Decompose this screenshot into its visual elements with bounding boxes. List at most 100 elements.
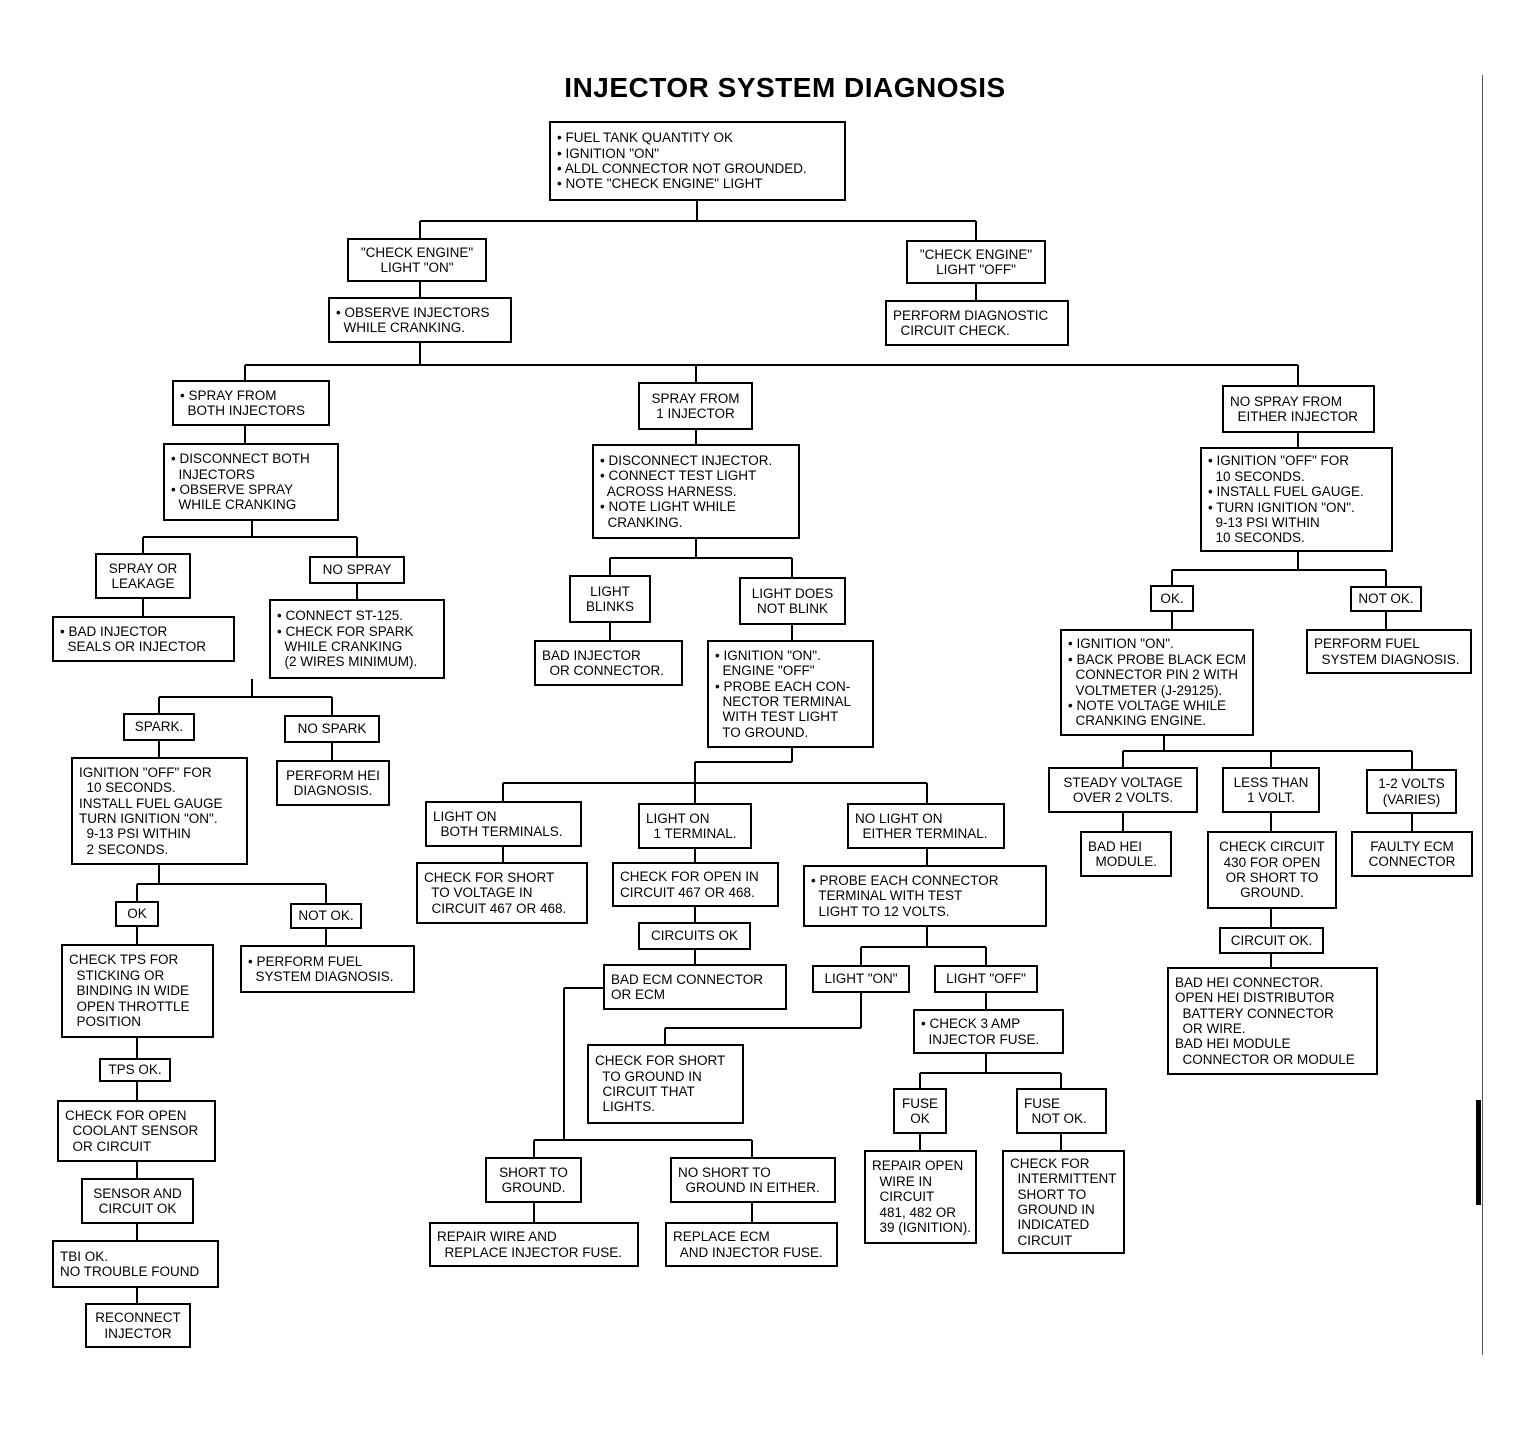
node-text-line: STICKING OR <box>69 967 165 983</box>
node-circuit-ok: CIRCUIT OK. <box>1219 927 1324 954</box>
node-text-line: WHILE CRANKING. <box>336 320 466 335</box>
node-text-line: "CHECK ENGINE" <box>360 244 474 260</box>
node-text-line: 9-13 PSI WITHIN <box>1208 514 1320 530</box>
node-text-line: LIGHT "OFF" <box>946 971 1026 987</box>
node-perform-fuel-right: PERFORM FUEL SYSTEM DIAGNOSIS. <box>1306 629 1472 674</box>
node-text-line: PERFORM HEI <box>286 767 380 783</box>
node-text-line: LIGHT "ON" <box>380 260 454 275</box>
node-text-line: OPEN THROTTLE <box>69 998 190 1014</box>
node-probe-12-volts: • PROBE EACH CONNECTOR TERMINAL WITH TES… <box>803 865 1047 927</box>
node-text-line: OR WIRE. <box>1175 1021 1246 1036</box>
node-replace-ecm: REPLACE ECM AND INJECTOR FUSE. <box>665 1222 838 1267</box>
node-text-line: • ALDL CONNECTOR NOT GROUNDED. <box>557 161 807 176</box>
node-text-line: WITH TEST LIGHT <box>715 709 839 725</box>
node-text-line: CHECK FOR <box>1010 1155 1090 1171</box>
node-text-line: SENSOR AND <box>93 1185 182 1201</box>
node-text-line: NO SPRAY FROM <box>1230 393 1343 409</box>
node-text-line: • NOTE "CHECK ENGINE" LIGHT <box>557 176 763 192</box>
node-text-line: NO SPARK <box>297 721 367 737</box>
node-text-line: TERMINAL WITH TEST <box>811 888 963 904</box>
node-text-line: TPS OK. <box>108 1062 162 1078</box>
node-text-line: EITHER INJECTOR <box>1230 409 1359 424</box>
page-edge-rule <box>1482 75 1483 1355</box>
node-ignition-off-left: IGNITION "OFF" FOR 10 SECONDS.INSTALL FU… <box>71 757 248 865</box>
node-text-line: 10 SECONDS. <box>79 780 176 796</box>
node-text-line: • PROBE EACH CONNECTOR <box>811 872 999 888</box>
node-text-line: PERFORM FUEL <box>1314 636 1420 652</box>
node-text-line: RECONNECT <box>95 1310 181 1326</box>
node-text-line: BOTH INJECTORS <box>180 403 306 418</box>
node-observe-injectors: • OBSERVE INJECTORS WHILE CRANKING. <box>328 297 512 343</box>
node-text-line: WHILE CRANKING <box>277 639 403 654</box>
node-text-line: OK. <box>1160 590 1184 606</box>
node-text-line: OPEN HEI DISTRIBUTOR <box>1175 990 1335 1006</box>
node-disconnect-injector: • DISCONNECT INJECTOR.• CONNECT TEST LIG… <box>592 444 800 539</box>
node-no-light-either: NO LIGHT ON EITHER TERMINAL. <box>847 803 1005 849</box>
node-1-2-volts: 1-2 VOLTS(VARIES) <box>1366 769 1457 814</box>
node-text-line: • TURN IGNITION "ON". <box>1208 499 1355 515</box>
node-text-line: PERFORM DIAGNOSTIC <box>893 307 1049 323</box>
node-text-line: • CHECK 3 AMP <box>921 1016 1021 1032</box>
node-text-line: CIRCUIT 467 OR 468. <box>620 884 755 900</box>
node-check-3amp-fuse: • CHECK 3 AMP INJECTOR FUSE. <box>913 1009 1064 1054</box>
node-text-line: • CONNECT ST-125. <box>277 608 404 624</box>
node-text-line: OR SHORT TO <box>1225 870 1319 885</box>
node-text-line: FUSE <box>1024 1095 1061 1111</box>
node-text-line: REPLACE INJECTOR FUSE. <box>437 1244 623 1260</box>
node-check-tps: CHECK TPS FOR STICKING OR BINDING IN WID… <box>61 944 214 1038</box>
node-text-line: NOT OK. <box>1358 591 1414 607</box>
node-text-line: BAD ECM CONNECTOR <box>611 971 764 987</box>
node-text-line: STEADY VOLTAGE <box>1063 774 1183 790</box>
node-text-line: OR CIRCUIT <box>65 1138 152 1154</box>
node-text-line: GROUND. <box>501 1180 566 1195</box>
node-text-line: 10 SECONDS. <box>1208 468 1305 484</box>
node-text-line: BAD HEI MODULE <box>1175 1036 1291 1052</box>
node-text-line: INTERMITTENT <box>1010 1171 1117 1187</box>
node-text-line: REPLACE ECM <box>673 1229 770 1245</box>
node-text-line: • FUEL TANK QUANTITY OK <box>557 130 734 146</box>
node-light-on-q: LIGHT "ON" <box>812 965 910 993</box>
node-text-line: • PROBE EACH CON- <box>715 678 851 694</box>
node-text-line: 1 TERMINAL. <box>646 826 737 841</box>
node-check-open-coolant: CHECK FOR OPEN COOLANT SENSOR OR CIRCUIT <box>57 1100 216 1162</box>
node-text-line: NOT BLINK <box>756 601 829 616</box>
node-text-line: LIGHT DOES <box>751 585 834 601</box>
node-text-line: SHORT TO <box>499 1164 568 1180</box>
node-start-conditions: • FUEL TANK QUANTITY OK• IGNITION "ON"• … <box>549 121 846 201</box>
node-text-line: (2 WIRES MINIMUM). <box>277 654 418 670</box>
node-text-line: OR CONNECTOR. <box>542 663 665 678</box>
node-text-line: CRANKING ENGINE. <box>1068 713 1207 729</box>
node-circuits-ok: CIRCUITS OK <box>638 922 751 950</box>
node-text-line: NOT OK. <box>298 908 354 924</box>
node-text-line: • CHECK FOR SPARK <box>277 623 414 639</box>
node-text-line: BINDING IN WIDE <box>69 983 190 999</box>
node-text-line: SPARK. <box>134 719 184 735</box>
node-ok-right: OK. <box>1150 585 1194 612</box>
node-text-line: NO LIGHT ON <box>855 810 943 826</box>
node-text-line: • BAD INJECTOR <box>60 623 168 639</box>
node-text-line: CIRCUIT THAT <box>595 1084 695 1099</box>
chart-title: INJECTOR SYSTEM DIAGNOSIS <box>564 72 1006 103</box>
node-text-line: BAD HEI <box>1088 838 1143 854</box>
node-text-line: ENGINE "OFF" <box>715 663 815 679</box>
node-text-line: GROUND IN EITHER. <box>678 1180 820 1195</box>
node-disconnect-both: • DISCONNECT BOTH INJECTORS• OBSERVE SPR… <box>163 443 339 521</box>
node-text-line: GROUND. <box>1240 885 1304 901</box>
node-text-line: OR ECM <box>611 987 665 1002</box>
node-connect-st125: • CONNECT ST-125.• CHECK FOR SPARK WHILE… <box>269 599 445 679</box>
node-text-line: WHILE CRANKING <box>171 497 297 513</box>
node-text-line: SEALS OR INJECTOR <box>60 639 207 654</box>
node-text-line: LEAKAGE <box>111 576 175 591</box>
node-text-line: NO TROUBLE FOUND <box>60 1264 200 1279</box>
node-text-line: 1-2 VOLTS <box>1378 776 1445 792</box>
node-text-line: IGNITION "OFF" FOR <box>79 764 212 780</box>
node-ignition-on-probe: • IGNITION "ON". ENGINE "OFF"• PROBE EAC… <box>707 640 874 748</box>
node-text-line: CHECK FOR OPEN IN <box>620 869 759 885</box>
node-no-spray-either: NO SPRAY FROM EITHER INJECTOR <box>1222 385 1375 433</box>
node-text-line: CIRCUIT OK <box>98 1201 177 1216</box>
